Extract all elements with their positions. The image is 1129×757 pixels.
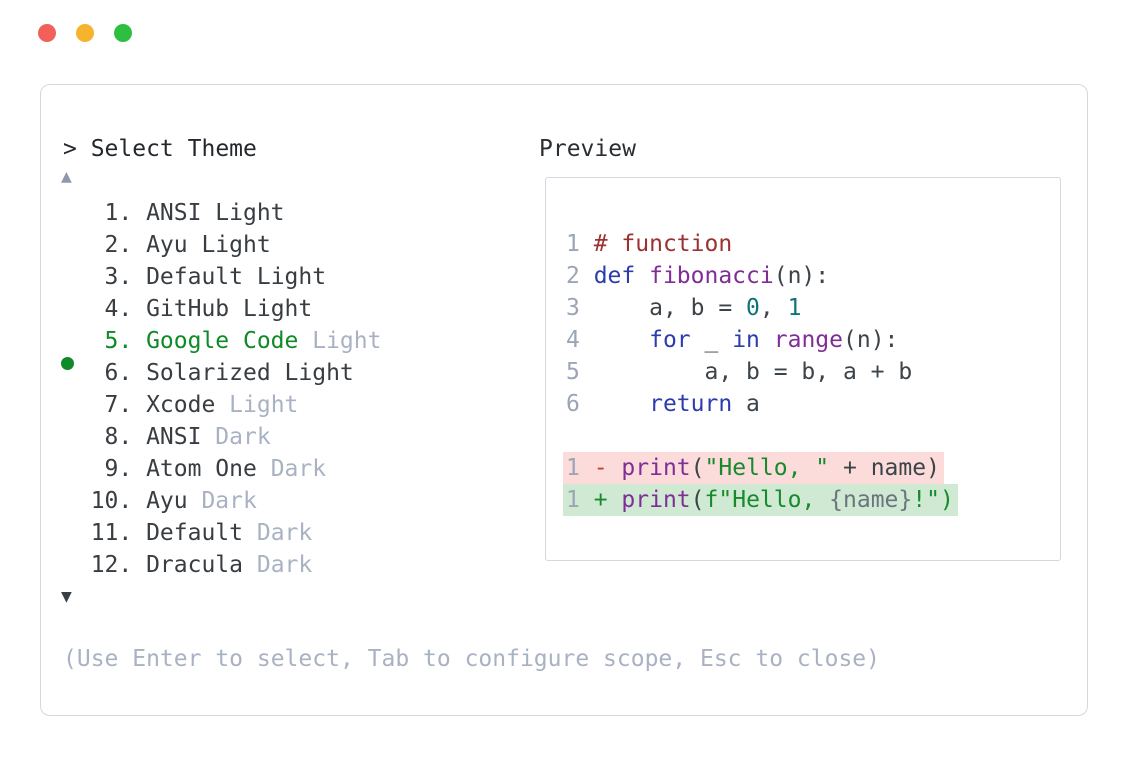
diff-added-line: 1+ print(f"Hello, {name}!") — [563, 484, 958, 516]
code-line-3: 3 a, b = 0, 1 — [566, 295, 802, 321]
code-line-5: 5 a, b = b, a + b — [566, 359, 913, 385]
minimize-button[interactable] — [76, 24, 94, 42]
preview-heading: Preview — [539, 136, 636, 162]
diff-removed-line: 1- print("Hello, " + name) — [563, 452, 944, 484]
scroll-down-icon[interactable]: ▼ — [61, 586, 72, 607]
close-button[interactable] — [38, 24, 56, 42]
code-line-6: 6 return a — [566, 391, 760, 417]
zoom-button[interactable] — [114, 24, 132, 42]
diff-preview: 1- print("Hello, " + name) 1+ print(f"He… — [563, 452, 1060, 516]
window-controls — [38, 24, 132, 42]
select-theme-prompt: > Select Theme — [63, 136, 257, 162]
code-line-1: 1# function — [566, 231, 733, 257]
code-line-4: 4 for _ in range(n): — [566, 327, 899, 353]
keyboard-hint: (Use Enter to select, Tab to configure s… — [63, 646, 880, 672]
scroll-up-icon[interactable]: ▲ — [61, 166, 72, 187]
